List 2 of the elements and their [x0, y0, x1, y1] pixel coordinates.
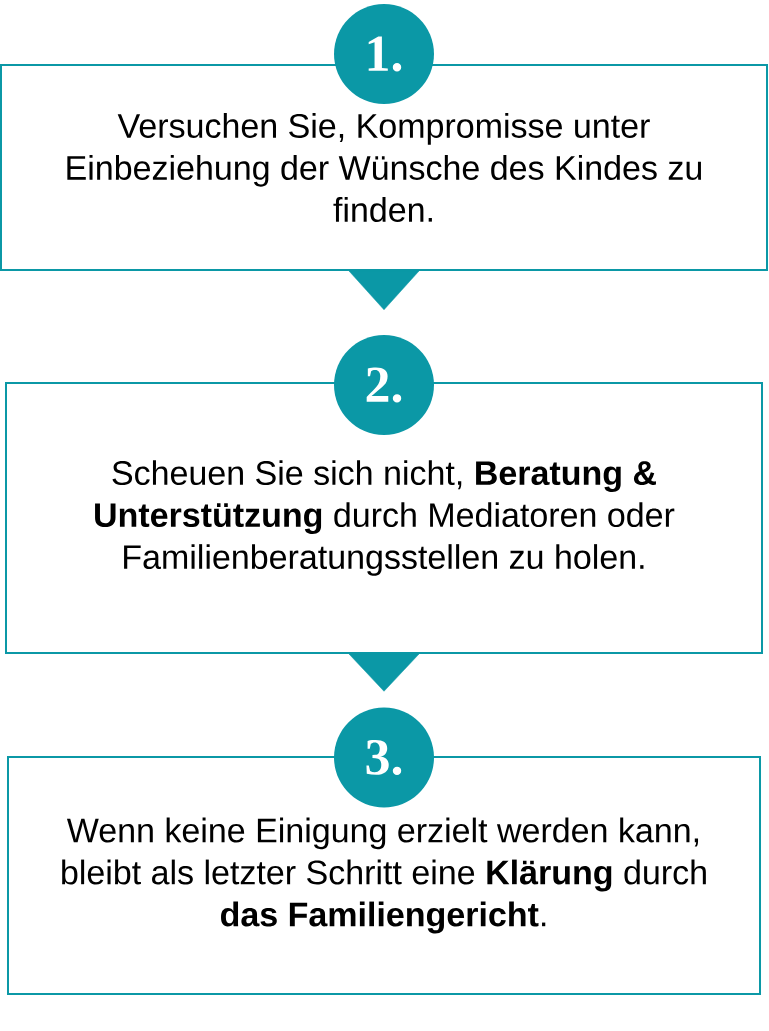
arrow: [348, 653, 420, 692]
arrow: [348, 270, 420, 311]
